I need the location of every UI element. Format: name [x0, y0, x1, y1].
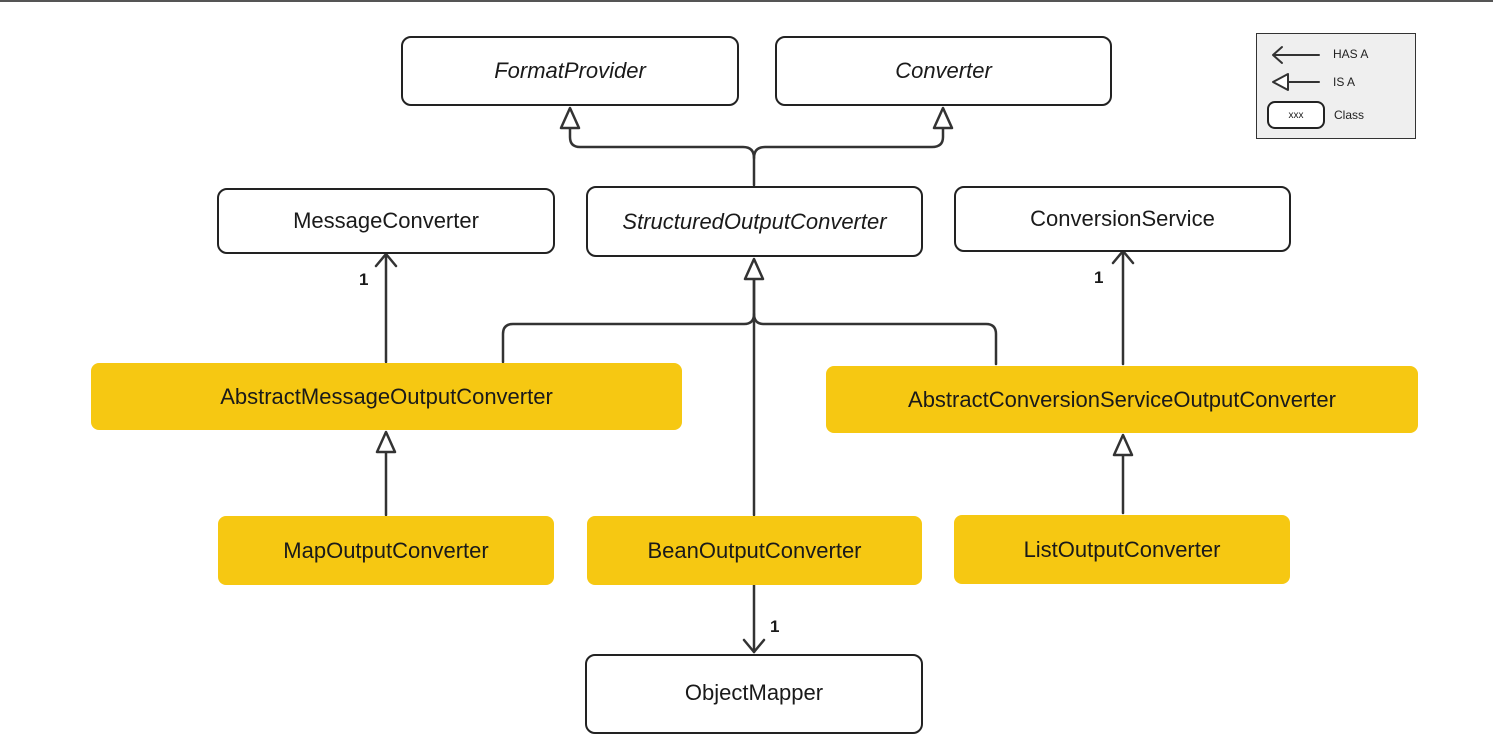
class-converter: Converter	[775, 36, 1112, 106]
legend-has-a-arrow-icon	[1272, 46, 1320, 64]
class-structured-output-converter-label: StructuredOutputConverter	[622, 208, 887, 234]
is-a-triangle-converter	[932, 106, 954, 130]
class-format-provider-label: FormatProvider	[494, 58, 646, 83]
legend-class-label: Class	[1334, 108, 1365, 122]
class-map-output-converter-label: MapOutputConverter	[283, 537, 489, 563]
multiplicity-conversion-service: 1	[1094, 268, 1104, 287]
legend-is-a-label: IS A	[1333, 75, 1356, 89]
legend-symbols	[1272, 46, 1320, 91]
class-abstract-conversion-service-output-converter: AbstractConversionServiceOutputConverter	[826, 366, 1418, 433]
is-a-triangle-abstractmessage	[375, 430, 397, 454]
class-format-provider: FormatProvider	[401, 36, 739, 106]
has-a-arrowhead-objectmapper	[742, 638, 766, 654]
is-a-triangle-abstractconversion	[1112, 433, 1134, 457]
legend-is-a-triangle-icon	[1272, 73, 1289, 91]
class-object-mapper: ObjectMapper	[585, 654, 923, 734]
class-map-output-converter: MapOutputConverter	[218, 516, 554, 585]
class-bean-output-converter: BeanOutputConverter	[587, 516, 922, 585]
class-list-output-converter: ListOutputConverter	[954, 515, 1290, 584]
class-object-mapper-label: ObjectMapper	[684, 680, 824, 705]
class-structured-output-converter: StructuredOutputConverter	[586, 186, 923, 257]
legend-class-sample: xxx	[1288, 109, 1304, 121]
class-conversion-service: ConversionService	[954, 186, 1291, 252]
has-a-arrowhead-messageconverter	[374, 252, 398, 268]
class-abstract-message-output-converter-label: AbstractMessageOutputConverter	[220, 383, 553, 409]
is-a-line-structured-to-converter	[752, 126, 945, 160]
is-a-line-abstractmessage-to-structured	[501, 277, 756, 364]
class-message-converter-label: MessageConverter	[293, 208, 479, 233]
connector-lines	[374, 106, 1135, 654]
class-abstract-message-output-converter: AbstractMessageOutputConverter	[91, 363, 682, 430]
class-list-output-converter-label: ListOutputConverter	[1023, 536, 1221, 562]
multiplicity-message-converter: 1	[359, 270, 369, 289]
class-conversion-service-label: ConversionService	[1030, 206, 1215, 231]
is-a-line-structured-to-formatprovider	[568, 126, 756, 187]
legend-class-swatch: xxx	[1267, 101, 1325, 129]
is-a-triangle-structured	[743, 257, 765, 281]
class-bean-output-converter-label: BeanOutputConverter	[647, 537, 862, 563]
class-message-converter: MessageConverter	[217, 188, 555, 254]
is-a-line-abstractconversion-to-structured	[752, 312, 998, 366]
is-a-triangle-formatprovider	[559, 106, 581, 130]
top-border-line	[0, 0, 1493, 2]
multiplicity-object-mapper: 1	[770, 617, 780, 636]
legend-has-a-label: HAS A	[1333, 47, 1369, 61]
legend: HAS A IS A xxx Class	[1256, 33, 1416, 139]
class-abstract-conversion-service-output-converter-label: AbstractConversionServiceOutputConverter	[908, 386, 1336, 412]
class-converter-label: Converter	[895, 58, 992, 83]
